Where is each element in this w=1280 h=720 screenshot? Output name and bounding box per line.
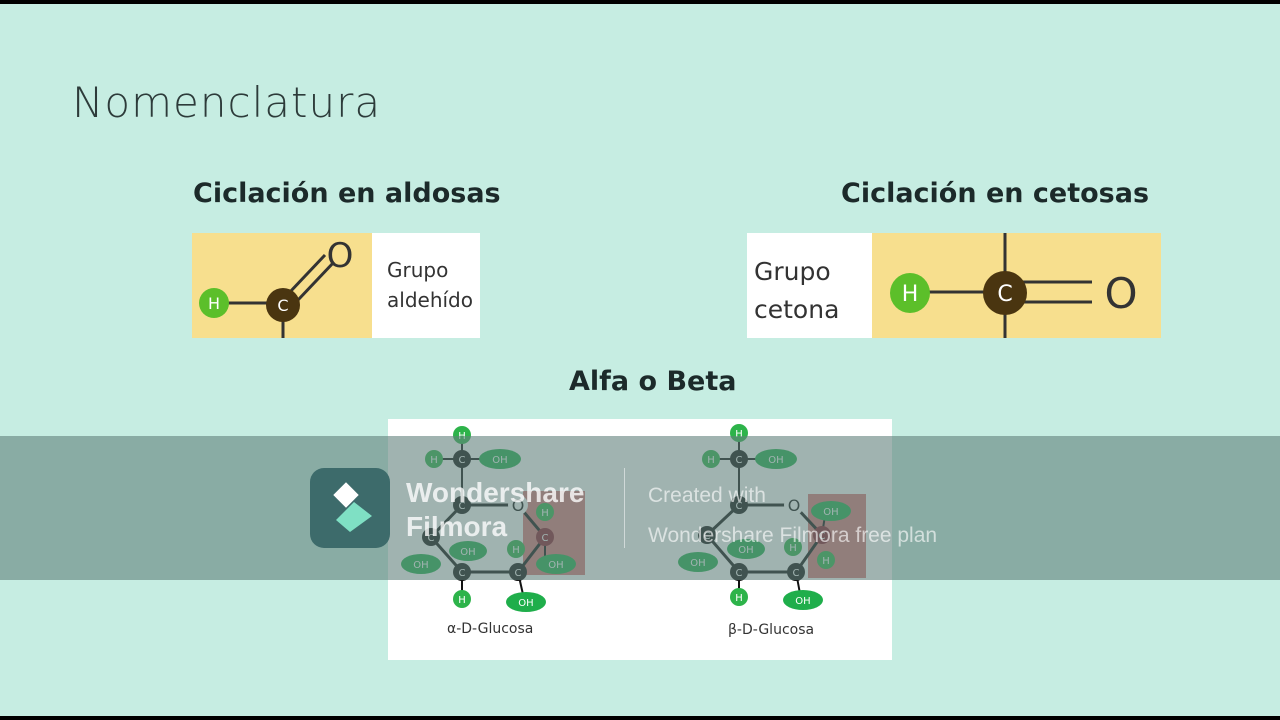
logo-shape-teal	[336, 502, 372, 532]
hydrogen-atom	[199, 288, 229, 318]
heading-aldosas: Ciclación en aldosas	[193, 178, 501, 209]
oh-group	[506, 592, 546, 612]
cetona-panel: H C O Grupo cetona	[747, 233, 1161, 338]
atom-h-label: H	[902, 282, 919, 307]
watermark-created-line1: Created with	[648, 484, 766, 507]
aldehido-panel: H C O Grupo aldehído	[192, 233, 480, 338]
cetona-label: Grupo cetona	[754, 253, 839, 329]
atom-h-label: H	[735, 593, 743, 604]
atom-c-label: C	[277, 296, 288, 315]
alpha-glucosa-label: α-D-Glucosa	[447, 621, 534, 637]
atom-h-label: H	[735, 429, 743, 440]
aldehido-label: Grupo aldehído	[387, 255, 473, 315]
double-bond-1	[287, 253, 327, 295]
aldehido-label-line2: aldehído	[387, 288, 473, 312]
atom-h-label: H	[208, 294, 220, 313]
cetona-diagram: H C O	[872, 233, 1161, 338]
slide: Nomenclatura Ciclación en aldosas Ciclac…	[0, 4, 1280, 716]
hydrogen-atom	[890, 273, 930, 313]
heading-cetosas: Ciclación en cetosas	[841, 178, 1150, 209]
watermark-divider	[624, 468, 625, 548]
filmora-logo-icon	[310, 468, 390, 548]
filmora-logo-shape	[333, 482, 372, 532]
atom-c-label: C	[997, 282, 1012, 307]
watermark-created-with: Created with Wondershare Filmora free pl…	[648, 476, 937, 556]
watermark-created-line2: Wondershare Filmora free plan	[648, 524, 938, 547]
aldehido-label-line1: Grupo	[387, 258, 449, 282]
heading-alfa-beta: Alfa o Beta	[569, 366, 737, 397]
oh-group	[783, 590, 823, 610]
oh-label: OH	[518, 598, 533, 609]
watermark-band	[0, 436, 1280, 580]
atom-o-label: O	[1104, 269, 1137, 318]
cetona-label-line2: cetona	[754, 295, 840, 324]
h-atom	[453, 590, 471, 608]
carbon-atom	[983, 271, 1027, 315]
h-atom	[730, 588, 748, 606]
carbon-atom	[266, 288, 300, 322]
page-title: Nomenclatura	[72, 78, 382, 127]
aldehido-diagram: H C O	[192, 233, 372, 338]
cetona-label-line1: Grupo	[754, 257, 831, 286]
beta-glucosa-label: β-D-Glucosa	[728, 622, 815, 638]
atom-o-label: O	[327, 236, 354, 276]
logo-diamond-white	[333, 482, 359, 508]
watermark-brand-line2: Filmora	[406, 511, 508, 542]
watermark-brand-line1: Wondershare	[406, 477, 585, 508]
oh-label: OH	[795, 596, 810, 607]
double-bond-2	[296, 260, 336, 302]
atom-h-label: H	[458, 595, 466, 606]
watermark-brand: Wondershare Filmora	[406, 476, 584, 544]
